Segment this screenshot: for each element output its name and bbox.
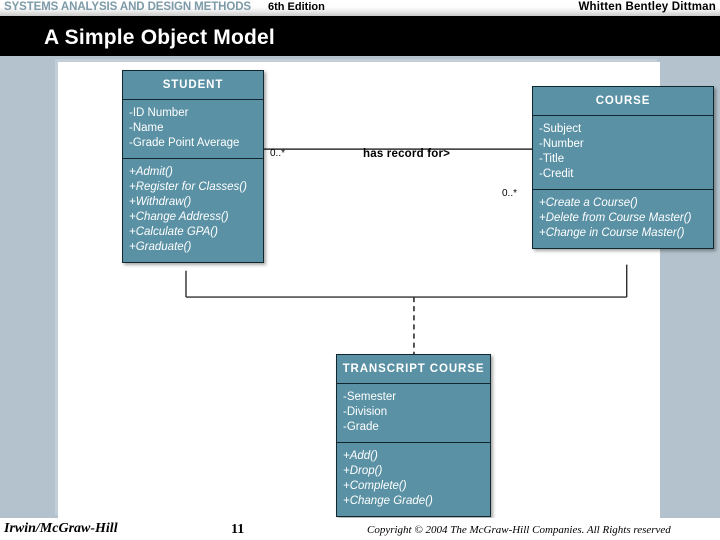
uml-class-name: STUDENT	[123, 71, 263, 100]
uml-attribute: -Subject	[539, 123, 582, 135]
uml-operation: +Calculate GPA()	[129, 226, 218, 238]
uml-class-name: TRANSCRIPT COURSE	[337, 355, 490, 384]
slide-content-area: STUDENT -ID Number -Name -Grade Point Av…	[0, 56, 720, 518]
slide-footer: Irwin/McGraw-Hill 11 Copyright © 2004 Th…	[0, 518, 720, 540]
footer-page-number: 11	[231, 522, 245, 537]
uml-attribute: -ID Number	[129, 107, 189, 119]
uml-class-name: COURSE	[533, 87, 713, 116]
uml-class-course[interactable]: COURSE -Subject -Number -Title -Credit +…	[532, 86, 714, 249]
banner-edition: 6th Edition	[268, 1, 325, 13]
uml-attributes-compartment: -Semester -Division -Grade	[337, 384, 490, 443]
uml-operation: +Graduate()	[129, 241, 192, 253]
top-banner: SYSTEMS ANALYSIS AND DESIGN METHODS 6th …	[0, 0, 720, 16]
association-label: has record for>	[363, 148, 451, 160]
banner-course-title: SYSTEMS ANALYSIS AND DESIGN METHODS	[4, 1, 251, 13]
uml-attribute: -Semester	[343, 391, 397, 403]
footer-copyright: Copyright © 2004 The McGraw-Hill Compani…	[367, 524, 671, 536]
uml-attribute: -Credit	[539, 168, 574, 180]
uml-operation: +Complete()	[343, 480, 407, 492]
uml-attribute: -Title	[539, 153, 565, 165]
uml-operation: +Withdraw()	[129, 196, 192, 208]
uml-operation: +Add()	[343, 450, 378, 462]
uml-operations-compartment: +Admit() +Register for Classes() +Withdr…	[123, 159, 263, 262]
uml-class-student[interactable]: STUDENT -ID Number -Name -Grade Point Av…	[122, 70, 264, 263]
uml-class-transcript-course[interactable]: TRANSCRIPT COURSE -Semester -Division -G…	[336, 354, 491, 517]
uml-attributes-compartment: -Subject -Number -Title -Credit	[533, 116, 713, 190]
uml-operations-compartment: +Create a Course() +Delete from Course M…	[533, 190, 713, 248]
uml-attribute: -Name	[129, 122, 164, 134]
page-title: A Simple Object Model	[44, 26, 275, 49]
banner-authors: Whitten Bentley Dittman	[578, 1, 716, 13]
footer-brand: Irwin/McGraw-Hill	[4, 521, 118, 536]
multiplicity-student-end: 0..*	[270, 148, 286, 159]
uml-operation: +Create a Course()	[539, 197, 638, 209]
uml-operation: +Admit()	[129, 166, 173, 178]
uml-attribute: -Grade	[343, 421, 379, 433]
uml-operation: +Drop()	[343, 465, 383, 477]
uml-operation: +Change Address()	[129, 211, 229, 223]
uml-operation: +Register for Classes()	[129, 181, 247, 193]
uml-attributes-compartment: -ID Number -Name -Grade Point Average	[123, 100, 263, 159]
uml-operations-compartment: +Add() +Drop() +Complete() +Change Grade…	[337, 443, 490, 516]
uml-operation: +Change in Course Master()	[539, 227, 685, 239]
uml-attribute: -Division	[343, 406, 388, 418]
uml-attribute: -Number	[539, 138, 584, 150]
uml-operation: +Change Grade()	[343, 495, 433, 507]
diagram-panel: STUDENT -ID Number -Name -Grade Point Av…	[58, 62, 714, 518]
uml-attribute: -Grade Point Average	[129, 137, 240, 149]
multiplicity-course-end: 0..*	[502, 188, 518, 199]
uml-operation: +Delete from Course Master()	[539, 212, 692, 224]
